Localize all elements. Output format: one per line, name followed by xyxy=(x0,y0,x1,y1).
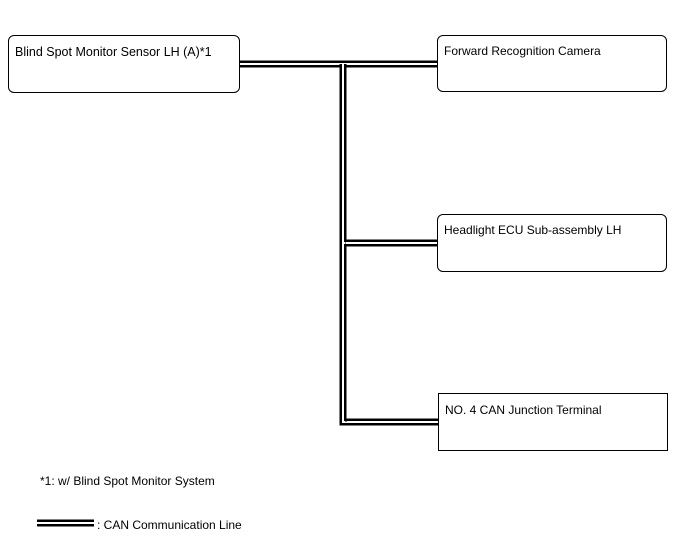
blind-spot-monitor-sensor-box: Blind Spot Monitor Sensor LH (A)*1 xyxy=(8,35,240,93)
forward-recognition-camera-label: Forward Recognition Camera xyxy=(444,44,601,58)
headlight-ecu-label: Headlight ECU Sub-assembly LH xyxy=(444,223,622,237)
legend-label: : CAN Communication Line xyxy=(97,518,242,532)
can-junction-terminal-label: NO. 4 CAN Junction Terminal xyxy=(445,403,602,417)
can-junction-terminal-box: NO. 4 CAN Junction Terminal xyxy=(438,393,668,451)
blind-spot-monitor-sensor-label: Blind Spot Monitor Sensor LH (A)*1 xyxy=(15,45,212,59)
footnote-text: *1: w/ Blind Spot Monitor System xyxy=(40,474,215,488)
headlight-ecu-box: Headlight ECU Sub-assembly LH xyxy=(437,214,667,272)
forward-recognition-camera-box: Forward Recognition Camera xyxy=(437,35,667,92)
